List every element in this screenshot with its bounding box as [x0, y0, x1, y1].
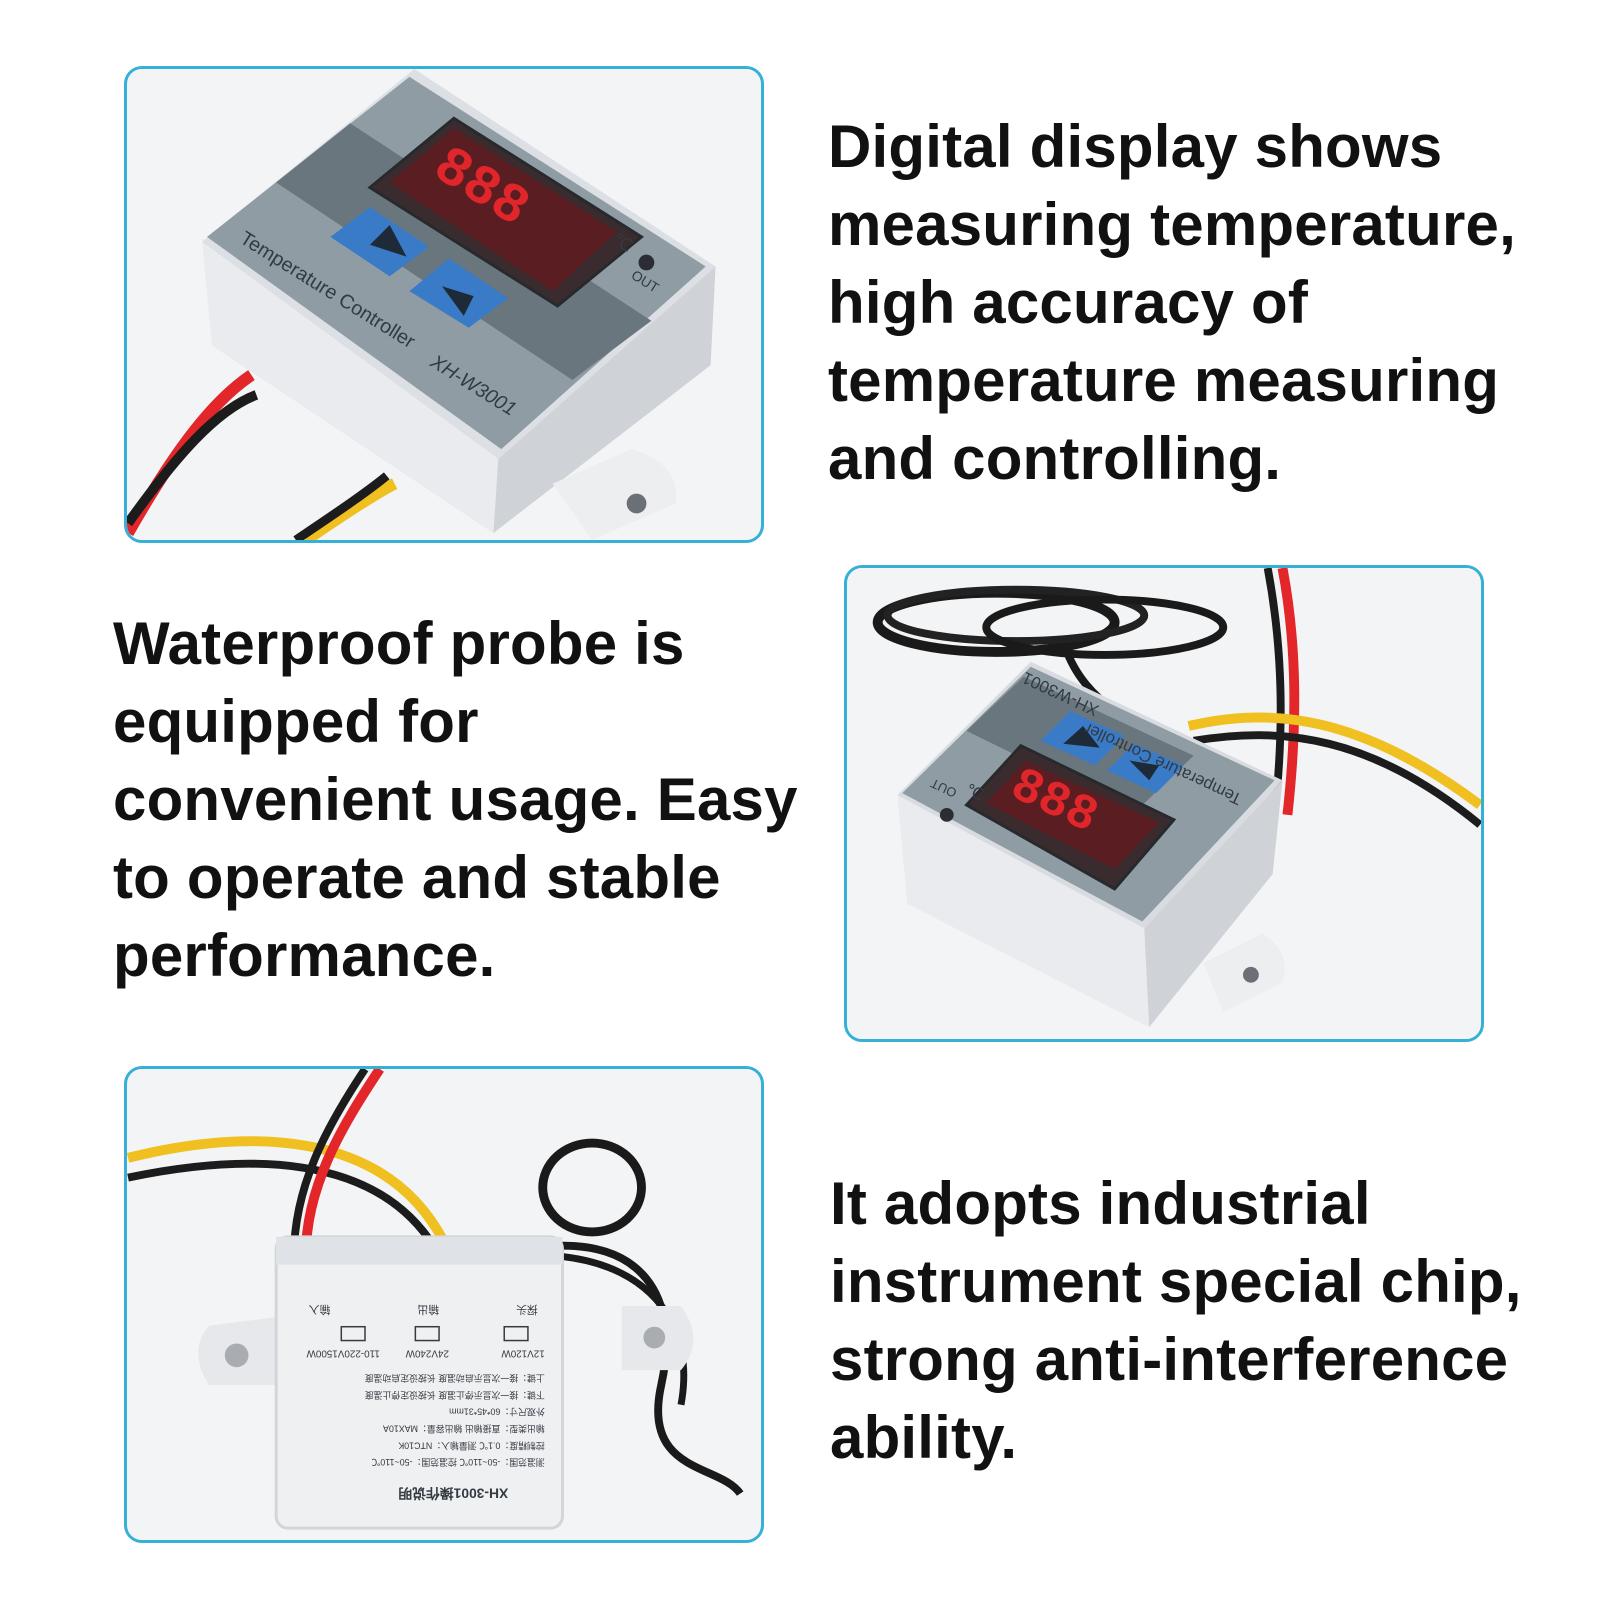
- controller-rear-illustration: XH-3001操作说明 测温范围：-50~110℃ 控温范围：-50~110℃ …: [127, 1069, 760, 1540]
- rear-line: 外观尺寸：60*45*31mm: [449, 1407, 545, 1418]
- controller-probe-illustration: 888 ℃ OUT Temperature Controller XH-W300…: [848, 568, 1481, 1039]
- down-arrow-icon: [442, 286, 474, 316]
- rear-line: 输出类型：直接输出 输出容量：MAX10A: [383, 1423, 545, 1434]
- terminal-label: 输入: [309, 1303, 331, 1317]
- down-arrow-icon: [1129, 760, 1160, 781]
- product-photo-rear: XH-3001操作说明 测温范围：-50~110℃ 控温范围：-50~110℃ …: [124, 1066, 764, 1543]
- feature-caption-probe: Waterproof probe is equipped for conveni…: [113, 610, 798, 989]
- out-indicator-light: [939, 807, 954, 822]
- rear-line: 控制精度：0.1℃ 测量输入：NTC10K: [398, 1440, 545, 1451]
- out-indicator-light: [638, 254, 655, 271]
- rear-line: 下键：接一次显示停止温度 长按设定停止温度: [365, 1390, 545, 1401]
- terminal-label: 探头: [516, 1303, 538, 1316]
- product-photo-probe: 888 ℃ OUT Temperature Controller XH-W300…: [844, 565, 1484, 1042]
- product-photo-front: 888 ℃ OUT Temperature Controller XH-W300…: [124, 66, 764, 543]
- feature-caption-display: Digital display shows measuring temperat…: [828, 113, 1516, 492]
- rating-label: 110-220V1500W: [306, 1347, 380, 1358]
- controller-front-illustration: 888 ℃ OUT Temperature Controller XH-W300…: [127, 69, 760, 540]
- terminal-label: 输出: [417, 1303, 439, 1317]
- rear-title: XH-3001操作说明: [398, 1486, 508, 1502]
- feature-caption-chip: It adopts industrial instrument special …: [830, 1170, 1522, 1471]
- up-arrow-icon: [369, 225, 407, 257]
- rear-line: 测温范围：-50~110℃ 控温范围：-50~110℃: [371, 1457, 544, 1468]
- rating-label: 24V240W: [405, 1347, 449, 1358]
- unit-label: ℃: [963, 781, 986, 804]
- rear-line: 上键：接一次显示启动温度 长按设定启动温度: [365, 1373, 545, 1384]
- rating-label: 12V120W: [501, 1347, 545, 1358]
- up-arrow-icon: [1063, 725, 1100, 748]
